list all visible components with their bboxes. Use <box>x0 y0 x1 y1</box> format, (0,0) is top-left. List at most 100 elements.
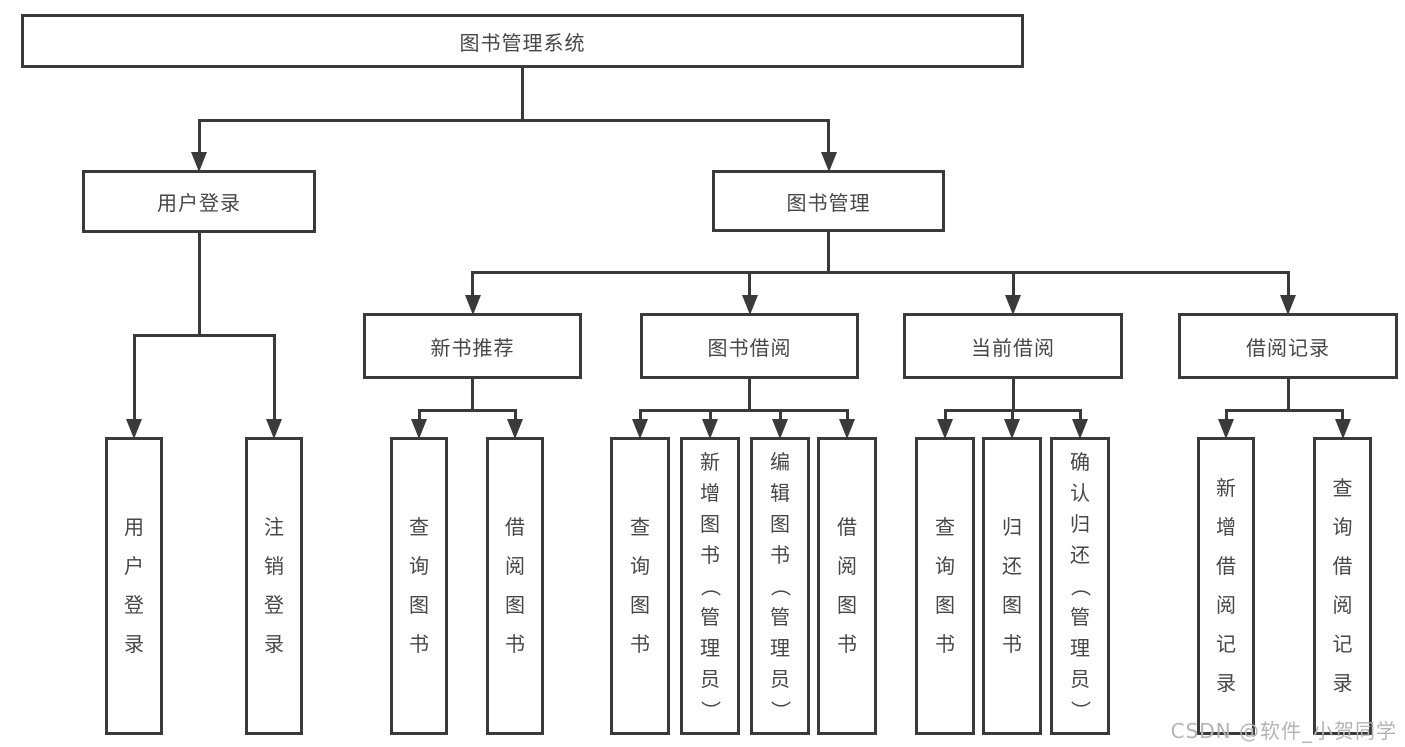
arrow-down-icon <box>741 295 758 315</box>
arrow-down-icon <box>1072 419 1088 439</box>
node-search-book-borrowing: 查询图书 <box>610 437 670 735</box>
arrow-down-icon <box>507 419 523 439</box>
vertical-char: 借 <box>837 515 857 539</box>
arrow-down-icon <box>1005 295 1021 315</box>
node-label-user-login: 用户登录 <box>157 191 241 215</box>
node-search-book-current: 查询图书 <box>915 437 975 735</box>
vertical-char: 图 <box>770 511 790 536</box>
arrow-down-icon <box>411 419 427 439</box>
vertical-char: （ <box>698 576 723 596</box>
vertical-char: 归 <box>1002 515 1022 539</box>
connector-drop <box>417 410 421 425</box>
arrow-down-icon <box>1280 295 1296 315</box>
vertical-char: 查 <box>409 515 429 539</box>
vertical-char: 还 <box>1070 542 1090 567</box>
vertical-char: 录 <box>1332 671 1353 695</box>
node-edit-book-admin: 编辑图书（管理员） <box>750 437 810 735</box>
node-label-search-book-current: 查询图书 <box>935 508 955 664</box>
node-borrowing-records: 借阅记录 <box>1178 313 1398 379</box>
node-label-borrow-book-leaf: 借阅图书 <box>837 508 857 664</box>
node-label-search-book-borrowing: 查询图书 <box>630 508 650 664</box>
vertical-char: 书 <box>700 542 720 567</box>
node-book-management: 图书管理 <box>712 170 945 232</box>
arrow-down-icon <box>1218 419 1234 439</box>
vertical-char: 图 <box>935 593 955 617</box>
connector-drop <box>197 120 201 158</box>
node-logout-login: 注销登录 <box>245 437 303 735</box>
connector-drop <box>1078 410 1082 425</box>
vertical-char: 询 <box>935 554 955 578</box>
connector-drop <box>272 335 276 425</box>
vertical-char: 阅 <box>505 554 525 578</box>
vertical-char: 管 <box>1070 604 1090 629</box>
node-search-book-recommend: 查询图书 <box>390 437 448 735</box>
vertical-char: ） <box>1068 700 1093 720</box>
node-return-book: 归还图书 <box>982 437 1042 735</box>
connector-drop <box>1286 272 1290 301</box>
vertical-char: 注 <box>264 515 284 539</box>
arrow-down-icon <box>839 419 855 439</box>
node-label-logout-login: 注销登录 <box>264 508 284 664</box>
node-borrow-book-recommend: 借阅图书 <box>486 437 544 735</box>
connector-drop <box>778 410 782 425</box>
connector-stem <box>471 378 474 412</box>
connector-stem <box>827 231 830 274</box>
vertical-char: 查 <box>935 515 955 539</box>
arrow-down-icon <box>772 419 788 439</box>
arrow-down-icon <box>126 419 142 439</box>
connector-drop <box>1341 410 1344 425</box>
vertical-char: 书 <box>505 632 525 656</box>
vertical-char: 理 <box>700 635 720 660</box>
connector-branch <box>197 118 830 122</box>
vertical-char: 新 <box>700 449 720 474</box>
vertical-char: 管 <box>700 604 720 629</box>
vertical-char: 录 <box>124 632 144 656</box>
connector-drop <box>471 272 474 301</box>
vertical-char: 登 <box>264 593 284 617</box>
node-borrow-book-leaf: 借阅图书 <box>817 437 877 735</box>
vertical-char: 理 <box>1070 635 1090 660</box>
node-search-borrow-record: 查询借阅记录 <box>1313 437 1372 735</box>
vertical-char: 员 <box>770 666 790 691</box>
vertical-char: 书 <box>837 632 857 656</box>
arrow-down-icon <box>1004 419 1020 439</box>
node-user-login: 用户登录 <box>82 170 316 233</box>
vertical-char: 图 <box>700 511 720 536</box>
vertical-char: 书 <box>770 542 790 567</box>
vertical-char: 录 <box>1216 671 1236 695</box>
node-label-library-system: 图书管理系统 <box>459 30 586 55</box>
node-label-search-borrow-record: 查询借阅记录 <box>1333 469 1353 703</box>
connector-branch <box>638 408 849 412</box>
vertical-char: 管 <box>770 604 790 629</box>
arrow-down-icon <box>820 152 837 172</box>
vertical-char: 阅 <box>1216 593 1236 617</box>
connector-branch <box>417 408 517 412</box>
vertical-char: 理 <box>770 635 790 660</box>
arrow-down-icon <box>266 419 282 439</box>
vertical-char: 借 <box>1332 554 1353 578</box>
connector-stem <box>197 232 201 337</box>
node-label-borrow-book-recommend: 借阅图书 <box>505 508 525 664</box>
vertical-char: 录 <box>264 632 284 656</box>
node-label-book-borrowing: 图书借阅 <box>707 335 792 360</box>
vertical-char: 还 <box>1002 554 1022 578</box>
node-add-borrow-record: 新增借阅记录 <box>1197 437 1255 735</box>
vertical-char: （ <box>768 576 793 596</box>
connector-stem <box>1011 378 1015 412</box>
vertical-char: ） <box>698 700 723 720</box>
vertical-char: 记 <box>1332 632 1353 656</box>
node-label-return-book: 归还图书 <box>1002 508 1022 664</box>
connector-drop <box>638 410 642 425</box>
vertical-char: 阅 <box>1332 593 1353 617</box>
vertical-char: 图 <box>505 593 525 617</box>
vertical-char: 归 <box>1070 511 1090 536</box>
vertical-char: 增 <box>700 480 720 505</box>
connector-drop <box>748 272 751 301</box>
node-label-add-borrow-record: 新增借阅记录 <box>1216 469 1236 703</box>
vertical-char: 查 <box>630 515 650 539</box>
node-label-borrowing-records: 借阅记录 <box>1246 335 1330 360</box>
connector-branch <box>471 270 1290 274</box>
connector-drop <box>1011 272 1015 301</box>
vertical-char: （ <box>1068 576 1093 596</box>
arrow-down-icon <box>1334 419 1351 439</box>
